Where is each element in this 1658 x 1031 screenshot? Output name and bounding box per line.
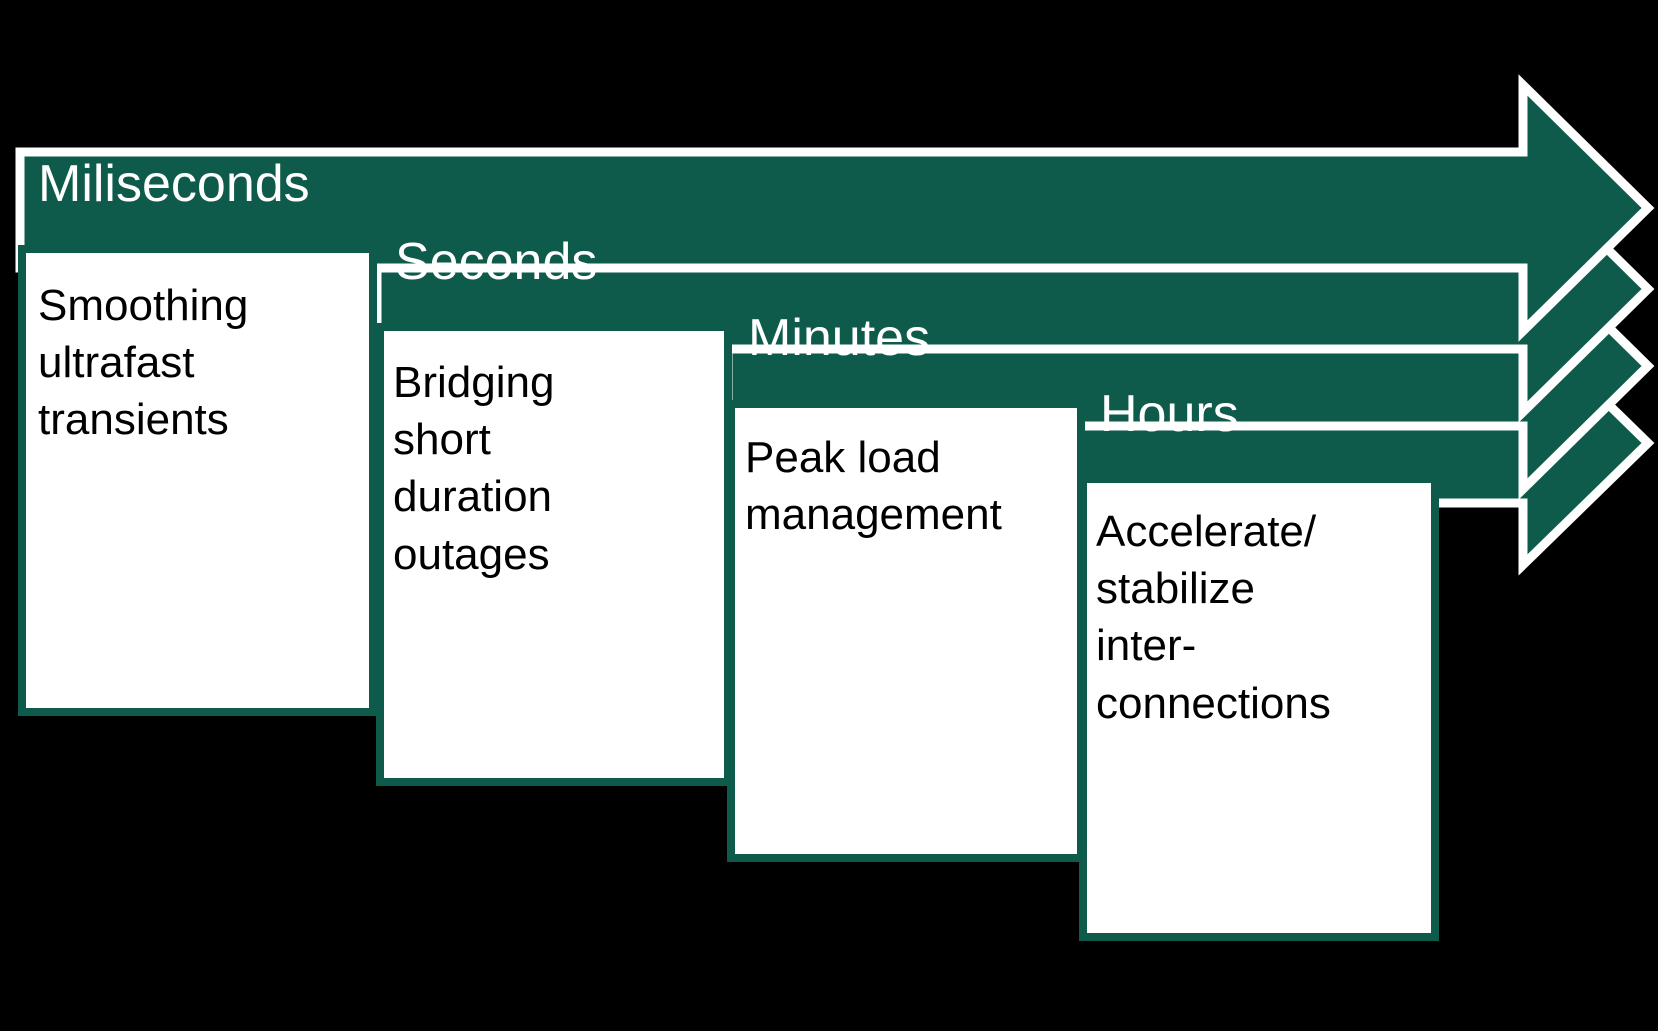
- stage-card-minutes[interactable]: [727, 400, 1085, 862]
- stage-card-hours[interactable]: [1079, 475, 1439, 941]
- stage-card-miliseconds[interactable]: [18, 245, 377, 716]
- stage-card-seconds[interactable]: [376, 323, 732, 786]
